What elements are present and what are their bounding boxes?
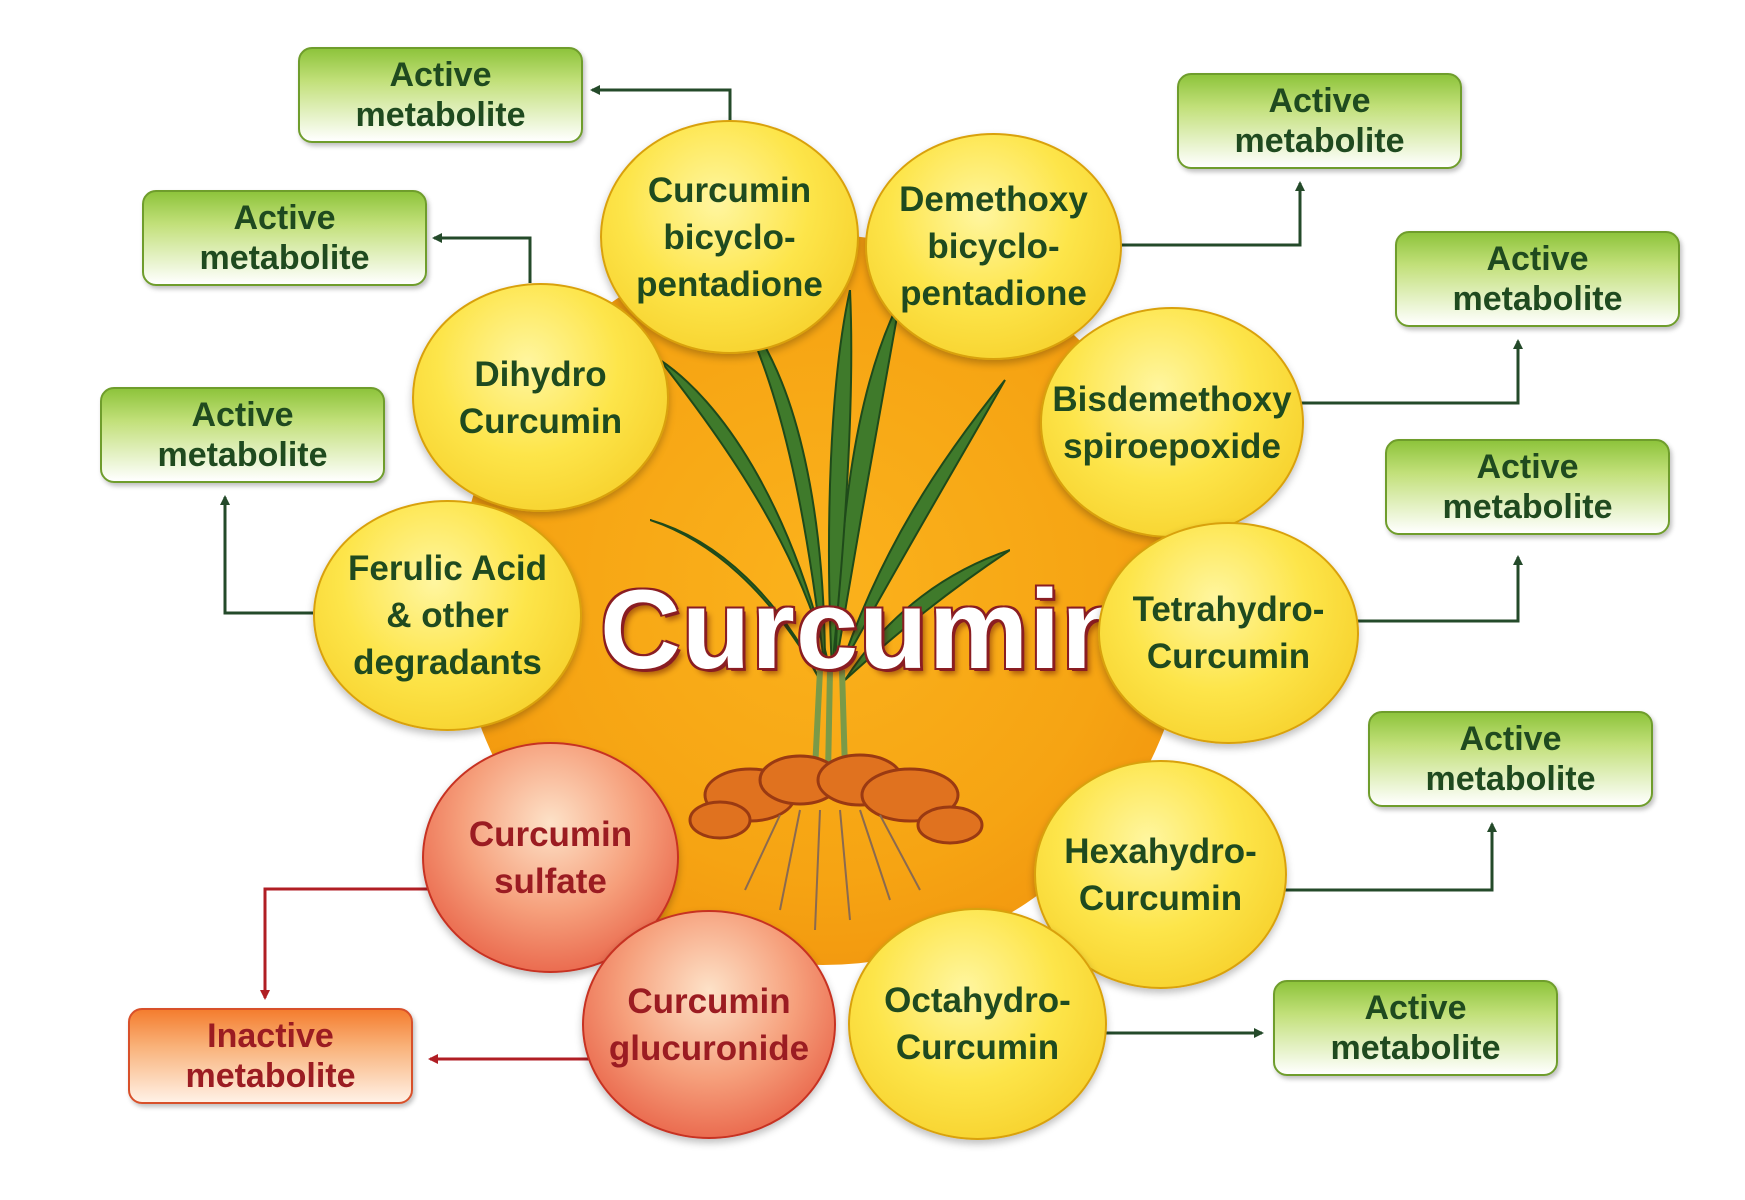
box-active-metabolite-2: Active metabolite: [1177, 73, 1462, 169]
box-active-metabolite-3: Active metabolite: [142, 190, 427, 286]
box-active-metabolite-5: Active metabolite: [100, 387, 385, 483]
box-active-metabolite-4: Active metabolite: [1395, 231, 1680, 327]
node-tetrahydro-curcumin: Tetrahydro- Curcumin: [1098, 522, 1359, 744]
arrow-ferulic-acid: [220, 495, 313, 615]
arrow-curcumin-sulfate: [260, 887, 440, 1000]
arrow-hexahydro-curcumin: [1283, 822, 1497, 892]
node-demethoxy-bicyclopentadione: Demethoxy bicyclo- pentadione: [865, 133, 1122, 360]
box-active-metabolite-7: Active metabolite: [1368, 711, 1653, 807]
arrow-dihydro-curcumin: [432, 233, 532, 283]
arrow-curcumin-bicyclopentadione: [590, 85, 732, 120]
box-active-metabolite-1: Active metabolite: [298, 47, 583, 143]
arrow-tetrahydro-curcumin: [1355, 555, 1523, 623]
node-bisdemethoxy-spiroepoxide: Bisdemethoxy spiroepoxide: [1040, 307, 1304, 538]
node-curcumin-glucuronide: Curcumin glucuronide: [582, 910, 836, 1139]
turmeric-plant-icon: [650, 290, 1010, 931]
box-inactive-metabolite: Inactive metabolite: [128, 1008, 413, 1104]
hub-title: Curcumin: [600, 567, 1131, 692]
box-active-metabolite-6: Active metabolite: [1385, 439, 1670, 535]
node-ferulic-acid-degradants: Ferulic Acid & other degradants: [313, 500, 582, 731]
arrow-bisdemethoxy-spiroepoxide: [1300, 339, 1523, 405]
node-dihydro-curcumin: Dihydro Curcumin: [412, 283, 669, 512]
node-curcumin-bicyclopentadione: Curcumin bicyclo- pentadione: [600, 120, 859, 354]
box-active-metabolite-8: Active metabolite: [1273, 980, 1558, 1076]
node-octahydro-curcumin: Octahydro- Curcumin: [848, 908, 1107, 1140]
arrow-demethoxy-bicyclopentadione: [1118, 181, 1305, 247]
